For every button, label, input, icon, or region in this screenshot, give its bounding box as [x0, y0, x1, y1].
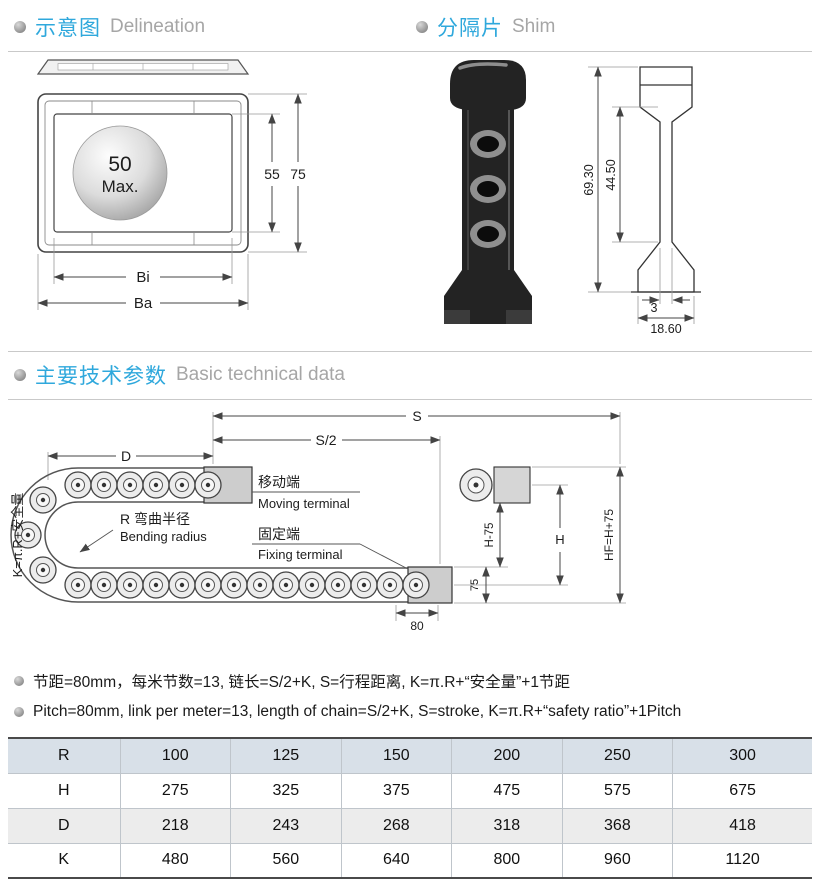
table-cell: 275: [119, 772, 231, 808]
dim-hf-label: HF=H+75: [602, 509, 616, 561]
moving-terminal-label-en: Moving terminal: [258, 496, 350, 511]
table-cell: 200: [451, 738, 563, 773]
table-cell: 418: [672, 807, 812, 843]
dim-inner-height-label: 55: [264, 166, 280, 182]
note-text-cn: 节距=80mm，每米节数=13, 链长=S/2+K, S=行程距离, K=π.R…: [33, 674, 570, 691]
table-cell: 375: [340, 772, 452, 808]
delineation-section: 示意图 Delineation: [8, 8, 410, 347]
sphere-unit-label: Max.: [102, 177, 139, 196]
dim-80-label: 80: [410, 619, 424, 633]
table-cell: 675: [672, 772, 812, 808]
table-cell: 268: [340, 807, 452, 843]
table-row-h: H 275 325 375 475 575 675: [8, 772, 812, 808]
dim-outer-width-label: Ba: [134, 295, 153, 312]
table-cell: 475: [451, 772, 563, 808]
table-cell: 250: [561, 738, 673, 773]
dim-total-height-label: 69.30: [582, 164, 596, 195]
fixing-terminal-label-en: Fixing terminal: [258, 547, 343, 562]
note-bullet-icon: [14, 707, 24, 717]
notes: 节距=80mm，每米节数=13, 链长=S/2+K, S=行程距离, K=π.R…: [10, 670, 810, 721]
sphere-value-label: 50: [108, 153, 131, 176]
table-row-k: K 480 560 640 800 960 1120: [8, 842, 812, 878]
note-line-cn: 节距=80mm，每米节数=13, 链长=S/2+K, S=行程距离, K=π.R…: [14, 670, 810, 692]
dim-outer-height-label: 75: [290, 166, 306, 182]
note-line-en: Pitch=80mm, link per meter=13, length of…: [14, 703, 810, 721]
moving-terminal-label-cn: 移动端: [258, 474, 300, 490]
table-cell: 560: [230, 842, 342, 878]
row-label-d: D: [8, 807, 120, 843]
table-cell: 325: [230, 772, 342, 808]
moving-end-detail: [459, 466, 531, 504]
table-cell: 575: [561, 772, 673, 808]
dim-h-label: H: [555, 532, 564, 547]
fixing-terminal-label-cn: 固定端: [258, 526, 300, 542]
chain-inner-edge: [44, 501, 408, 569]
table-cell: 1120: [672, 842, 812, 878]
technical-header: 主要技术参数 Basic technical data: [8, 352, 812, 400]
table-cell: 318: [451, 807, 563, 843]
table-row-d: D 218 243 268 318 368 418: [8, 807, 812, 843]
table-cell: 218: [119, 807, 231, 843]
table-cell: 243: [230, 807, 342, 843]
row-label-k: K: [8, 842, 120, 878]
safety-formula-label: K=π.R+安全量: [10, 493, 25, 578]
table-cell: 480: [119, 842, 231, 878]
section-bullet-icon: [14, 21, 26, 33]
row-label-r: R: [57, 746, 70, 764]
shim-drawing: 69.30 44.50 3 18.60: [444, 60, 701, 336]
shim-3d-view: [444, 60, 532, 324]
technical-section: 主要技术参数 Basic technical data: [8, 351, 812, 660]
table-cell: 100: [119, 738, 231, 773]
shim-header: 分隔片 Shim: [410, 8, 812, 52]
technical-data-table: R 100 125 150 200 250 300 H 275 325 375 …: [8, 737, 812, 879]
table-cell: 800: [451, 842, 563, 878]
table-cell: 150: [340, 738, 452, 773]
chain-outer-edge: [10, 467, 408, 603]
top-section: 示意图 Delineation: [8, 8, 812, 347]
row-label-h: H: [8, 772, 120, 808]
dim-stroke-label: S: [412, 408, 421, 424]
dim-half-stroke-label: S/2: [315, 432, 336, 448]
dim-inner-width-label: Bi: [136, 269, 149, 286]
table-cell: 640: [340, 842, 452, 878]
section-bullet-icon: [416, 21, 428, 33]
dim-foot-label: 18.60: [650, 322, 681, 336]
section-bullet-icon: [14, 369, 26, 381]
dim-d-label: D: [121, 448, 131, 464]
technical-title-cn: 主要技术参数: [35, 365, 167, 388]
dim-waist-label: 3: [651, 301, 658, 315]
max-cable-sphere: [72, 125, 168, 221]
delineation-header: 示意图 Delineation: [8, 8, 410, 52]
bending-radius-label-cn: R 弯曲半径: [120, 511, 190, 527]
table-cell: 300: [672, 738, 812, 773]
bending-radius-label-en: Bending radius: [120, 529, 207, 544]
dim-75-label: 75: [469, 579, 481, 591]
table-cell: 368: [561, 807, 673, 843]
dim-h-minus-label: H-75: [484, 523, 496, 548]
table-cell: 960: [561, 842, 673, 878]
table-cell: 125: [230, 738, 342, 773]
delineation-title-cn: 示意图: [35, 17, 101, 40]
bend-radius-diagram: S S/2 D 移动端 Moving terminal 固定端 Fixing t…: [10, 408, 626, 633]
shim-title-en: Shim: [512, 16, 556, 37]
table-row-r: R 100 125 150 200 250 300: [8, 738, 812, 773]
note-text-en: Pitch=80mm, link per meter=13, length of…: [33, 703, 682, 720]
shim-title-cn: 分隔片: [437, 17, 503, 40]
dim-mid-height-label: 44.50: [604, 159, 618, 190]
delineation-drawing: 50 Max. 55 75: [36, 59, 307, 312]
delineation-title-en: Delineation: [110, 16, 206, 37]
shim-profile-view: [631, 66, 701, 293]
shim-section: 分隔片 Shim: [410, 8, 812, 347]
technical-title-en: Basic technical data: [176, 364, 345, 385]
note-bullet-icon: [14, 676, 24, 686]
carrier-lid-top-view: [36, 59, 250, 75]
